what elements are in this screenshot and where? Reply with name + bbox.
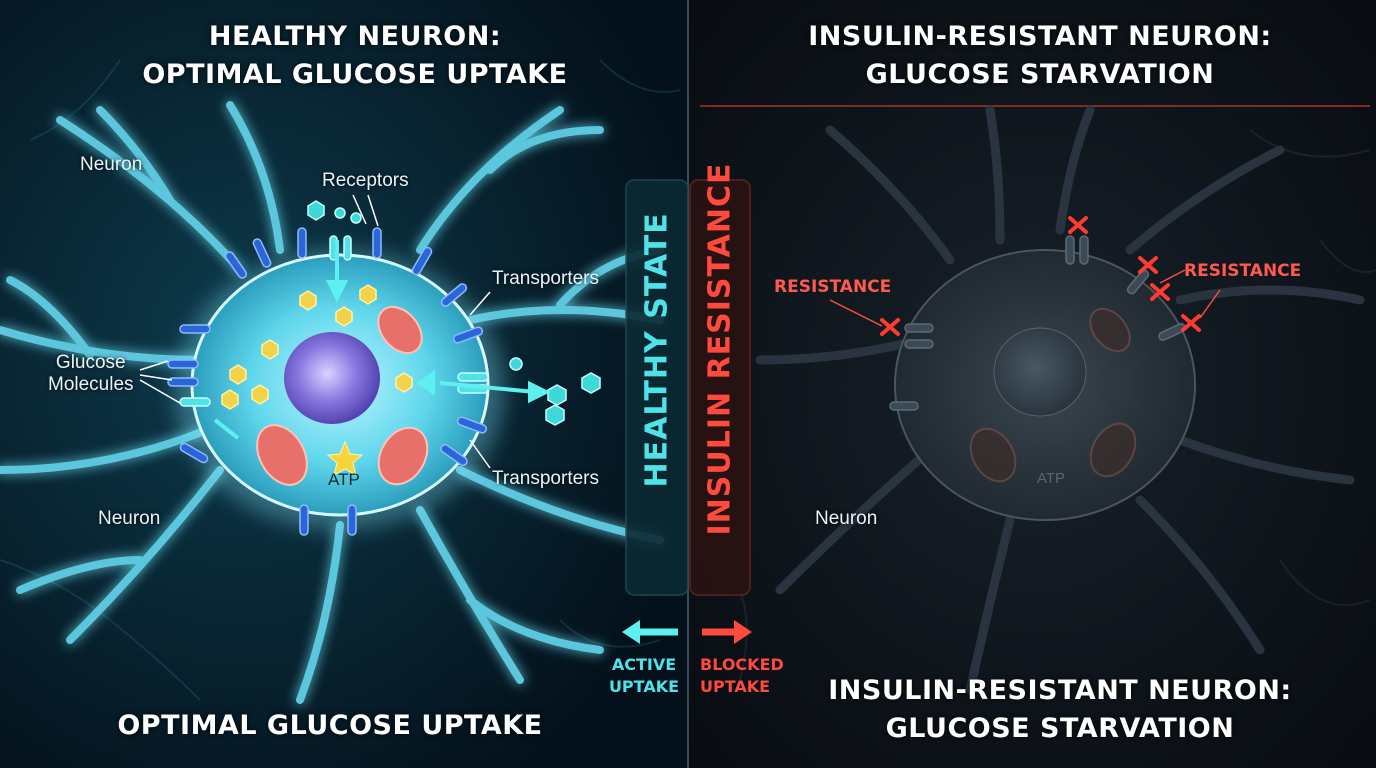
resistant-title-line1: INSULIN-RESISTANT NEURON: xyxy=(808,21,1272,52)
resistant-footer-line2: GLUCOSE STARVATION xyxy=(885,713,1235,744)
resistant-title-line2: GLUCOSE STARVATION xyxy=(865,59,1215,90)
blocked-line2: UPTAKE xyxy=(700,677,771,696)
label-glucose-molecules: Glucose Molecules xyxy=(48,352,134,396)
external-glucose xyxy=(307,200,601,426)
label-resistance-right: RESISTANCE xyxy=(1184,261,1302,281)
label-atp-healthy: ATP xyxy=(328,470,360,489)
healthy-title: HEALTHY NEURON: OPTIMAL GLUCOSE UPTAKE xyxy=(60,18,650,94)
resistant-mitochondria xyxy=(969,307,1137,483)
atp-star xyxy=(326,440,364,476)
healthy-mitochondria xyxy=(256,305,429,486)
resistance-pointer-lines xyxy=(829,269,1221,327)
label-glucose-line2: Molecules xyxy=(48,374,134,395)
healthy-state-label: HEALTHY STATE xyxy=(639,212,675,488)
healthy-receptors xyxy=(179,235,489,407)
label-glucose-line1: Glucose xyxy=(55,352,126,373)
label-resistance-left: RESISTANCE xyxy=(774,277,892,297)
healthy-title-line2: OPTIMAL GLUCOSE UPTAKE xyxy=(142,59,568,90)
label-transporters-bottom: Transporters xyxy=(492,468,599,489)
insulin-resistance-label: INSULIN RESISTANCE xyxy=(702,162,738,536)
resistant-footer-line1: INSULIN-RESISTANT NEURON: xyxy=(828,675,1292,706)
label-receptors: Receptors xyxy=(322,170,409,191)
background-neurons-right xyxy=(719,129,1376,681)
active-uptake-arrow xyxy=(622,620,678,644)
resistant-footer: INSULIN-RESISTANT NEURON: GLUCOSE STARVA… xyxy=(760,672,1360,748)
blocked-uptake-caption: BLOCKED UPTAKE xyxy=(700,654,790,698)
resistant-nucleus xyxy=(993,327,1087,417)
healthy-state-panel xyxy=(625,179,689,596)
label-transporters-top: Transporters xyxy=(492,268,599,289)
label-neuron-resistant: Neuron xyxy=(815,508,878,529)
healthy-uptake-arrows xyxy=(213,240,551,440)
healthy-glucose-molecules xyxy=(221,284,413,410)
resistant-title: INSULIN-RESISTANT NEURON: GLUCOSE STARVA… xyxy=(720,18,1360,94)
resistant-neuron xyxy=(755,105,1365,695)
active-line1: ACTIVE xyxy=(611,655,677,674)
active-uptake-caption: ACTIVE UPTAKE xyxy=(606,654,682,698)
healthy-transporters xyxy=(167,227,488,536)
healthy-footer: OPTIMAL GLUCOSE UPTAKE xyxy=(117,710,543,741)
resistance-x-marks xyxy=(880,216,1201,336)
active-line2: UPTAKE xyxy=(608,677,680,696)
healthy-pointer-lines xyxy=(139,194,491,469)
background-neurons-left xyxy=(0,59,681,701)
label-neuron-top: Neuron xyxy=(80,154,143,175)
label-neuron-bottom: Neuron xyxy=(98,508,161,529)
insulin-resistance-panel xyxy=(689,179,751,596)
blocked-uptake-arrow xyxy=(702,620,752,644)
healthy-nucleus xyxy=(284,332,380,424)
blocked-line1: BLOCKED xyxy=(700,655,784,674)
healthy-title-line1: HEALTHY NEURON: xyxy=(208,21,502,52)
label-atp-resistant: ATP xyxy=(1037,470,1066,487)
resistant-transporters xyxy=(889,235,1186,411)
